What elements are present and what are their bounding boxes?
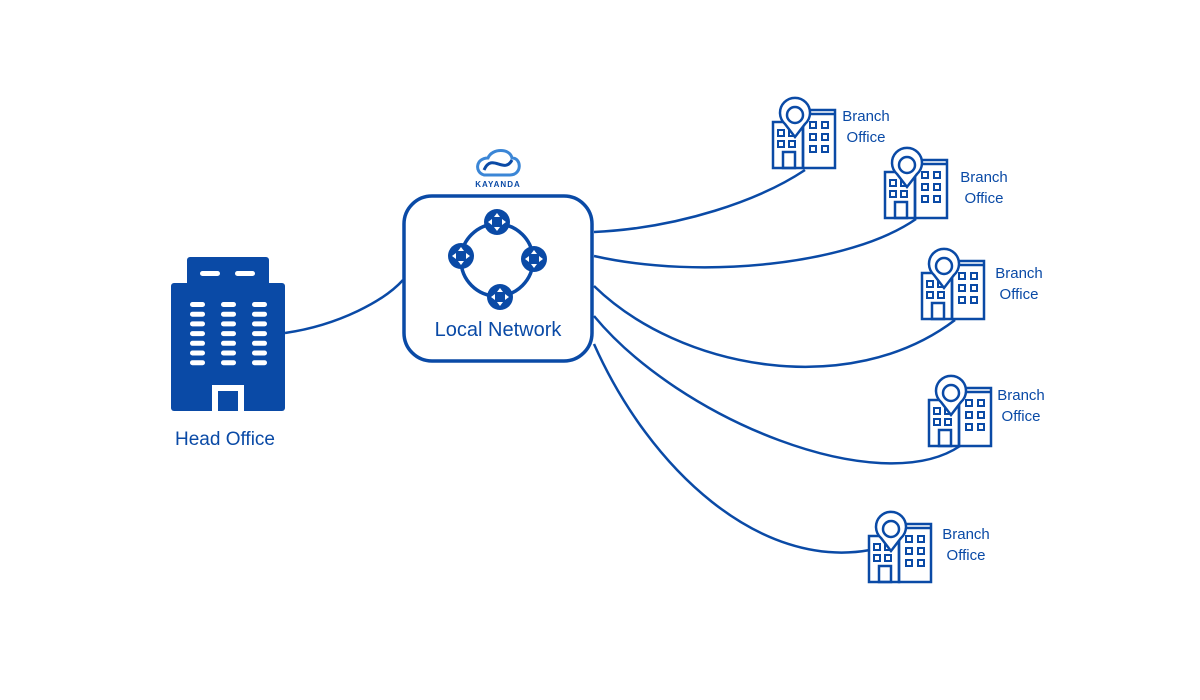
connection-head-to-hub: [284, 279, 404, 335]
connection-hub-to-branch-1: [593, 168, 806, 234]
connection-hub-to-branch-2: [593, 217, 917, 269]
branch-building-pin-icon: [927, 374, 993, 448]
router-ring-icon: [448, 209, 547, 310]
connection-hub-to-branch-5: [592, 343, 871, 554]
connection-hub-to-branch-4: [593, 315, 961, 465]
branch-building-pin-icon: [920, 247, 986, 321]
router-icon: [521, 246, 547, 272]
logo-text: KAYANDA: [475, 180, 521, 189]
router-icon: [487, 284, 513, 310]
branch-building-pin-icon: [771, 96, 837, 170]
branch-building-pin-icon: [883, 146, 949, 220]
router-icon: [448, 243, 474, 269]
head-office-building-icon: [171, 257, 285, 411]
router-icon: [484, 209, 510, 235]
local-network-box: [402, 194, 594, 363]
branch-building-pin-icon: [867, 510, 933, 584]
cloud-logo-icon: [476, 149, 521, 177]
connection-hub-to-branch-3: [593, 285, 956, 368]
head-office-label: Head Office: [175, 429, 275, 450]
local-network-label: Local Network: [434, 319, 562, 341]
